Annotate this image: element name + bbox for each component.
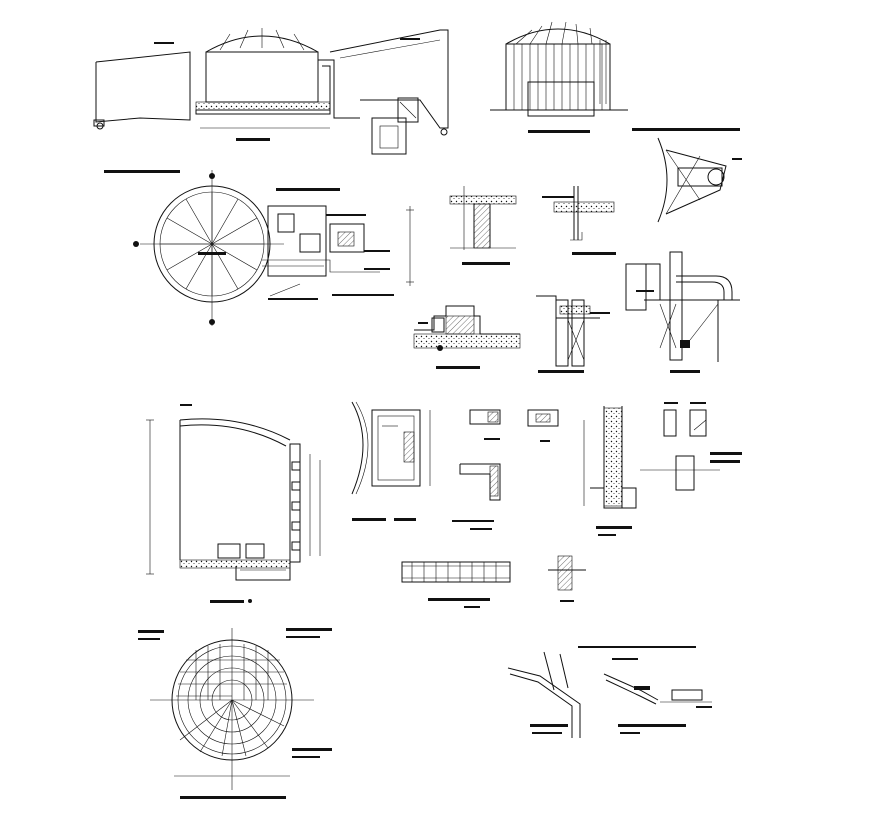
footing-detail-1 [449,186,517,265]
foundation-step-detail [413,305,521,369]
beam-reinforcement-detail [401,555,586,608]
tank-plan-view [104,170,414,326]
tank-wall-section [146,404,321,603]
tank-section-elevation [93,28,449,155]
wall-column-section [583,402,742,536]
roof-edge-details [507,646,712,738]
wall-opening-detail [351,401,431,521]
small-section-details [452,409,559,530]
stair-support-detail [536,295,610,373]
tank-exterior-elevation [490,21,628,133]
bracket-detail-top-right [632,128,742,223]
roof-plan-view [138,628,332,799]
footing-detail-2 [542,186,616,255]
pipe-support-detail [625,251,740,373]
